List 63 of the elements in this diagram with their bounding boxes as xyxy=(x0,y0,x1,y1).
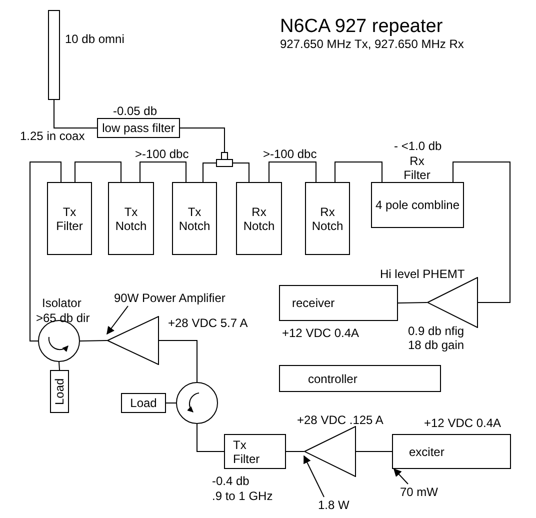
connector-line xyxy=(54,100,98,128)
connector-line xyxy=(232,162,250,182)
annotation-text: 70 mW xyxy=(400,484,444,499)
component-box: low pass filter xyxy=(97,118,180,138)
component-box: Load xyxy=(121,393,166,413)
spec-text: 10 db omni xyxy=(65,32,124,46)
connector-line xyxy=(202,162,216,182)
spec-text: Hi level PHEMT xyxy=(380,267,465,281)
connector-line xyxy=(158,340,198,382)
connector-line xyxy=(268,162,316,182)
amplifier-symbol xyxy=(107,316,159,365)
connector-line xyxy=(286,451,304,452)
connector-line xyxy=(140,162,186,182)
tee-connector xyxy=(216,152,233,167)
component-box: receiver xyxy=(279,285,398,321)
connector-line xyxy=(180,128,225,152)
spec-text: -0.4 db xyxy=(212,474,250,488)
component-box: 4 pole combline xyxy=(371,182,464,228)
spec-text: 1.25 in coax xyxy=(20,129,85,143)
component-box: exciter xyxy=(392,434,511,469)
load-box: Load xyxy=(50,370,69,413)
spec-text: 18 db gain xyxy=(408,338,464,352)
connector-line xyxy=(30,162,62,342)
annotation-text: 90W Power Amplifier xyxy=(114,290,236,306)
connector-line xyxy=(74,162,122,182)
connector-line xyxy=(452,162,510,303)
spec-text: -0.05 db xyxy=(113,104,158,118)
subtitle: 927.650 MHz Tx, 927.650 MHz Rx xyxy=(280,37,464,51)
connector-line xyxy=(398,302,428,304)
component-box: Tx Notch xyxy=(108,182,154,255)
component-box: Rx Notch xyxy=(305,182,350,255)
connector-line xyxy=(196,424,224,452)
spec-text: Isolator xyxy=(42,296,82,310)
spec-text: >65 db dir xyxy=(36,311,90,325)
spec-text: 0.9 db nfig xyxy=(408,324,464,338)
connector-line xyxy=(356,451,392,452)
spec-text: - <1.0 db xyxy=(394,139,442,153)
circulator-symbol xyxy=(176,382,218,424)
antenna-mast xyxy=(48,10,60,100)
spec-text: +12 VDC 0.4A xyxy=(282,326,360,340)
spec-text: >-100 dbc xyxy=(135,147,189,161)
spec-text: +28 VDC .125 A xyxy=(297,413,384,427)
component-box: Tx Filter xyxy=(224,434,286,469)
spec-text: Rx Filter xyxy=(402,154,432,182)
spec-text: >-100 dbc xyxy=(263,147,317,161)
leader-line xyxy=(304,455,324,498)
connector-line xyxy=(334,162,382,182)
leader-line xyxy=(393,468,408,484)
annotation-text: 1.8 W xyxy=(318,497,354,512)
component-box: Tx Filter xyxy=(47,182,92,255)
amplifier-symbol xyxy=(427,277,478,328)
connector-line xyxy=(58,362,60,370)
component-box: Tx Notch xyxy=(172,182,217,255)
component-box: controller xyxy=(279,365,441,392)
leader-line xyxy=(106,306,128,335)
amplifier-symbol xyxy=(304,426,356,477)
component-box: Rx Notch xyxy=(236,182,282,255)
spec-text: +12 VDC 0.4A xyxy=(424,416,502,430)
spec-text: .9 to 1 GHz xyxy=(212,489,273,503)
title: N6CA 927 repeater xyxy=(280,16,443,37)
connector-line xyxy=(166,402,176,404)
spec-text: +28 VDC 5.7 A xyxy=(168,316,248,330)
connector-line xyxy=(80,340,108,342)
